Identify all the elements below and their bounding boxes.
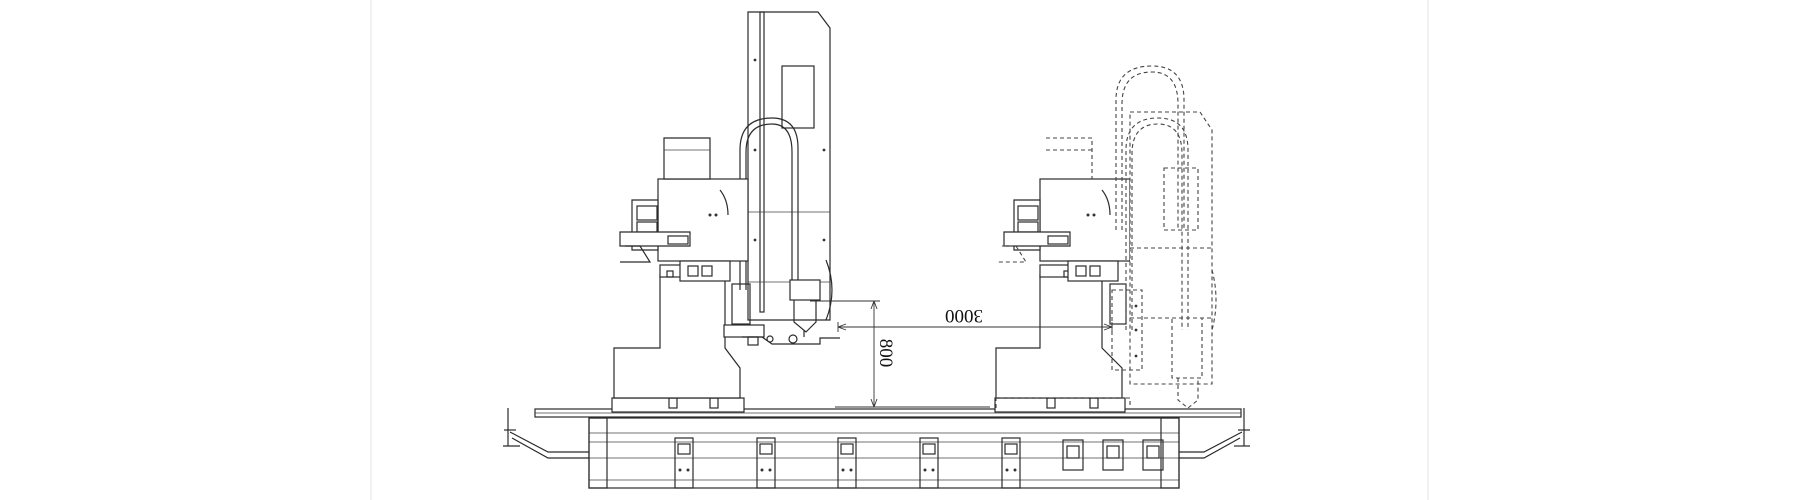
right-end-stop (1179, 408, 1250, 459)
dimension-vertical (810, 300, 990, 408)
gantry-right (994, 178, 1131, 413)
gantry-left (611, 11, 840, 413)
bed-supports (674, 437, 1164, 489)
dimension-horizontal (837, 322, 1113, 332)
machine-bed (534, 408, 1242, 489)
dimension-vertical-label: 800 (875, 339, 896, 368)
gantry-right-phantom (995, 65, 1217, 409)
left-end-stop (503, 408, 589, 459)
dimension-horizontal-label: 3000 (945, 305, 983, 326)
